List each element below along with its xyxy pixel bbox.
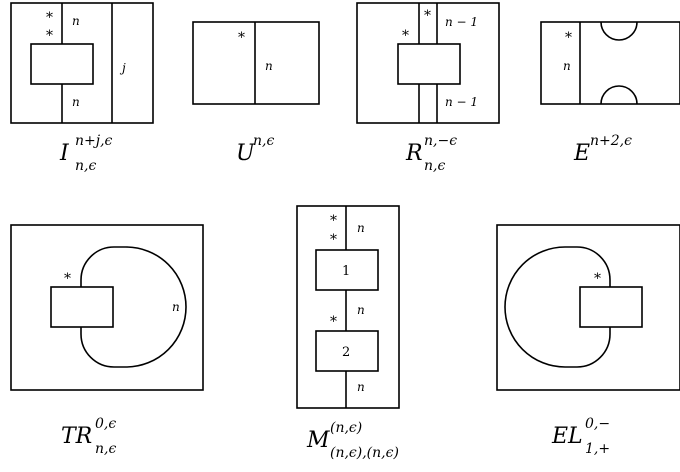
m-star-3: * bbox=[330, 314, 337, 330]
tr-frame bbox=[10, 224, 204, 391]
caption-el: EL 0,− 1,+ bbox=[551, 415, 614, 457]
el-box bbox=[579, 286, 643, 328]
caption-r-sub: n,ϵ bbox=[424, 158, 445, 174]
r-label-bottom: n − 1 bbox=[445, 95, 478, 109]
e-cup-bottom bbox=[600, 85, 638, 105]
tr-box bbox=[50, 286, 114, 328]
m-star-1: * bbox=[330, 213, 337, 229]
caption-tr-base: TR bbox=[61, 424, 92, 449]
m-box-1 bbox=[315, 249, 379, 291]
caption-e: E n+2,ϵ bbox=[573, 133, 632, 166]
caption-m-sub: (n,ϵ),(n,ϵ) bbox=[330, 445, 399, 461]
el-star: * bbox=[594, 271, 601, 287]
m-box-1-label: 1 bbox=[342, 264, 350, 279]
tr-label-n: n bbox=[172, 300, 180, 314]
caption-m-sup: (n,ϵ) bbox=[330, 420, 362, 436]
m-label-n-middle: n bbox=[357, 303, 365, 317]
e-label-n: n bbox=[563, 59, 571, 73]
diagram-e: * n E n+2,ϵ bbox=[540, 21, 680, 166]
caption-r-sup: n,−ϵ bbox=[424, 133, 457, 149]
caption-m-base: M bbox=[306, 428, 330, 453]
caption-tr-sub: n,ϵ bbox=[95, 441, 116, 457]
m-box-2 bbox=[315, 330, 379, 372]
r-box bbox=[397, 43, 461, 85]
i-star-1: * bbox=[46, 10, 53, 26]
diagram-m: 1 2 * * * n n n M (n,ϵ) (n,ϵ),(n,ϵ) bbox=[296, 205, 400, 461]
caption-i-sup: n+j,ϵ bbox=[75, 133, 113, 149]
m-frame bbox=[296, 205, 400, 409]
u-label-n: n bbox=[265, 59, 273, 73]
m-label-n-top: n bbox=[357, 221, 365, 235]
i-frame bbox=[10, 2, 154, 124]
diagram-el: * EL 0,− 1,+ bbox=[496, 224, 680, 457]
caption-e-base: E bbox=[573, 141, 590, 166]
e-star: * bbox=[565, 30, 572, 46]
tr-loop bbox=[80, 246, 187, 368]
el-loop bbox=[504, 246, 611, 368]
i-label-j: j bbox=[119, 61, 126, 75]
diagram-r: * * n − 1 n − 1 R n,−ϵ n,ϵ bbox=[356, 2, 500, 174]
r-star-box: * bbox=[402, 28, 409, 44]
el-frame bbox=[496, 224, 680, 391]
caption-i-sub: n,ϵ bbox=[75, 158, 96, 174]
caption-tr: TR 0,ϵ n,ϵ bbox=[61, 415, 120, 457]
caption-i: I n+j,ϵ n,ϵ bbox=[59, 132, 116, 174]
m-label-n-bottom: n bbox=[357, 380, 365, 394]
caption-r-base: R bbox=[405, 141, 423, 166]
caption-i-base: I bbox=[59, 141, 70, 166]
i-star-2: * bbox=[46, 28, 53, 44]
caption-m: M (n,ϵ) (n,ϵ),(n,ϵ) bbox=[306, 419, 399, 461]
caption-tr-sup: 0,ϵ bbox=[95, 416, 116, 432]
i-label-n-bottom: n bbox=[72, 95, 80, 109]
e-cap-top bbox=[600, 21, 638, 41]
diagram-i: * * n n j I n+j,ϵ n,ϵ bbox=[10, 2, 154, 174]
e-frame bbox=[540, 21, 680, 105]
caption-r: R n,−ϵ n,ϵ bbox=[405, 132, 461, 174]
r-label-top: n − 1 bbox=[445, 15, 478, 29]
caption-el-sub: 1,+ bbox=[585, 441, 610, 457]
diagram-tr: * n TR 0,ϵ n,ϵ bbox=[10, 224, 204, 457]
i-box bbox=[30, 43, 94, 85]
caption-u-base: U bbox=[236, 141, 256, 166]
caption-u: U n,ϵ bbox=[236, 133, 274, 166]
caption-el-base: EL bbox=[551, 424, 583, 449]
r-frame bbox=[356, 2, 500, 124]
caption-el-sup: 0,− bbox=[585, 416, 610, 432]
i-label-n-top: n bbox=[72, 14, 80, 28]
m-star-2: * bbox=[330, 232, 337, 248]
m-box-2-label: 2 bbox=[342, 345, 350, 360]
caption-e-sup: n+2,ϵ bbox=[590, 133, 632, 149]
r-star-top: * bbox=[424, 8, 431, 24]
u-star: * bbox=[238, 30, 245, 46]
diagram-u: * n U n,ϵ bbox=[192, 21, 320, 166]
tr-star: * bbox=[64, 271, 71, 287]
caption-u-sup: n,ϵ bbox=[253, 133, 274, 149]
u-frame bbox=[192, 21, 320, 105]
